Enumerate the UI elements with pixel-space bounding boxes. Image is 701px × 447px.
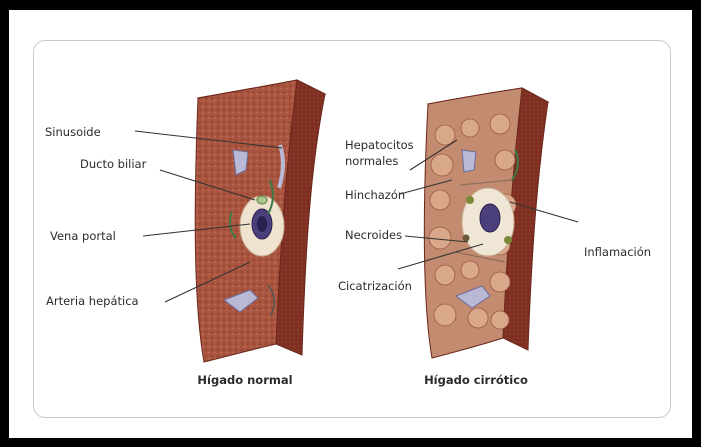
normal-liver-illustration: [195, 80, 325, 362]
portal-vein-lumen: [257, 216, 267, 232]
necrotic-cell: [463, 235, 470, 242]
caption-normal: Hígado normal: [197, 373, 292, 387]
caption-cirrotico: Hígado cirrótico: [424, 373, 528, 387]
label-arteria-hepatica: Arteria hepática: [46, 294, 139, 308]
necrotic-cell: [504, 236, 512, 244]
label-sinusoide: Sinusoide: [45, 125, 101, 139]
label-hepatocitos-line2: normales: [345, 154, 398, 168]
label-hepatocitos-line1: Hepatocitos: [345, 138, 414, 152]
label-vena-portal: Vena portal: [50, 229, 116, 243]
cirrhotic-liver-illustration: [424, 88, 548, 358]
cirrhotic-vein-upper: [462, 150, 476, 172]
label-necroides: Necroides: [345, 228, 402, 242]
label-inflamacion: Inflamación: [584, 245, 651, 259]
label-cicatrizacion: Cicatrización: [338, 279, 412, 293]
cirrhotic-portal-vein: [480, 204, 500, 232]
bile-duct: [257, 196, 267, 204]
label-hinchazon: Hinchazón: [345, 188, 405, 202]
necrotic-cell: [466, 196, 474, 204]
label-ducto-biliar: Ducto biliar: [80, 157, 147, 171]
